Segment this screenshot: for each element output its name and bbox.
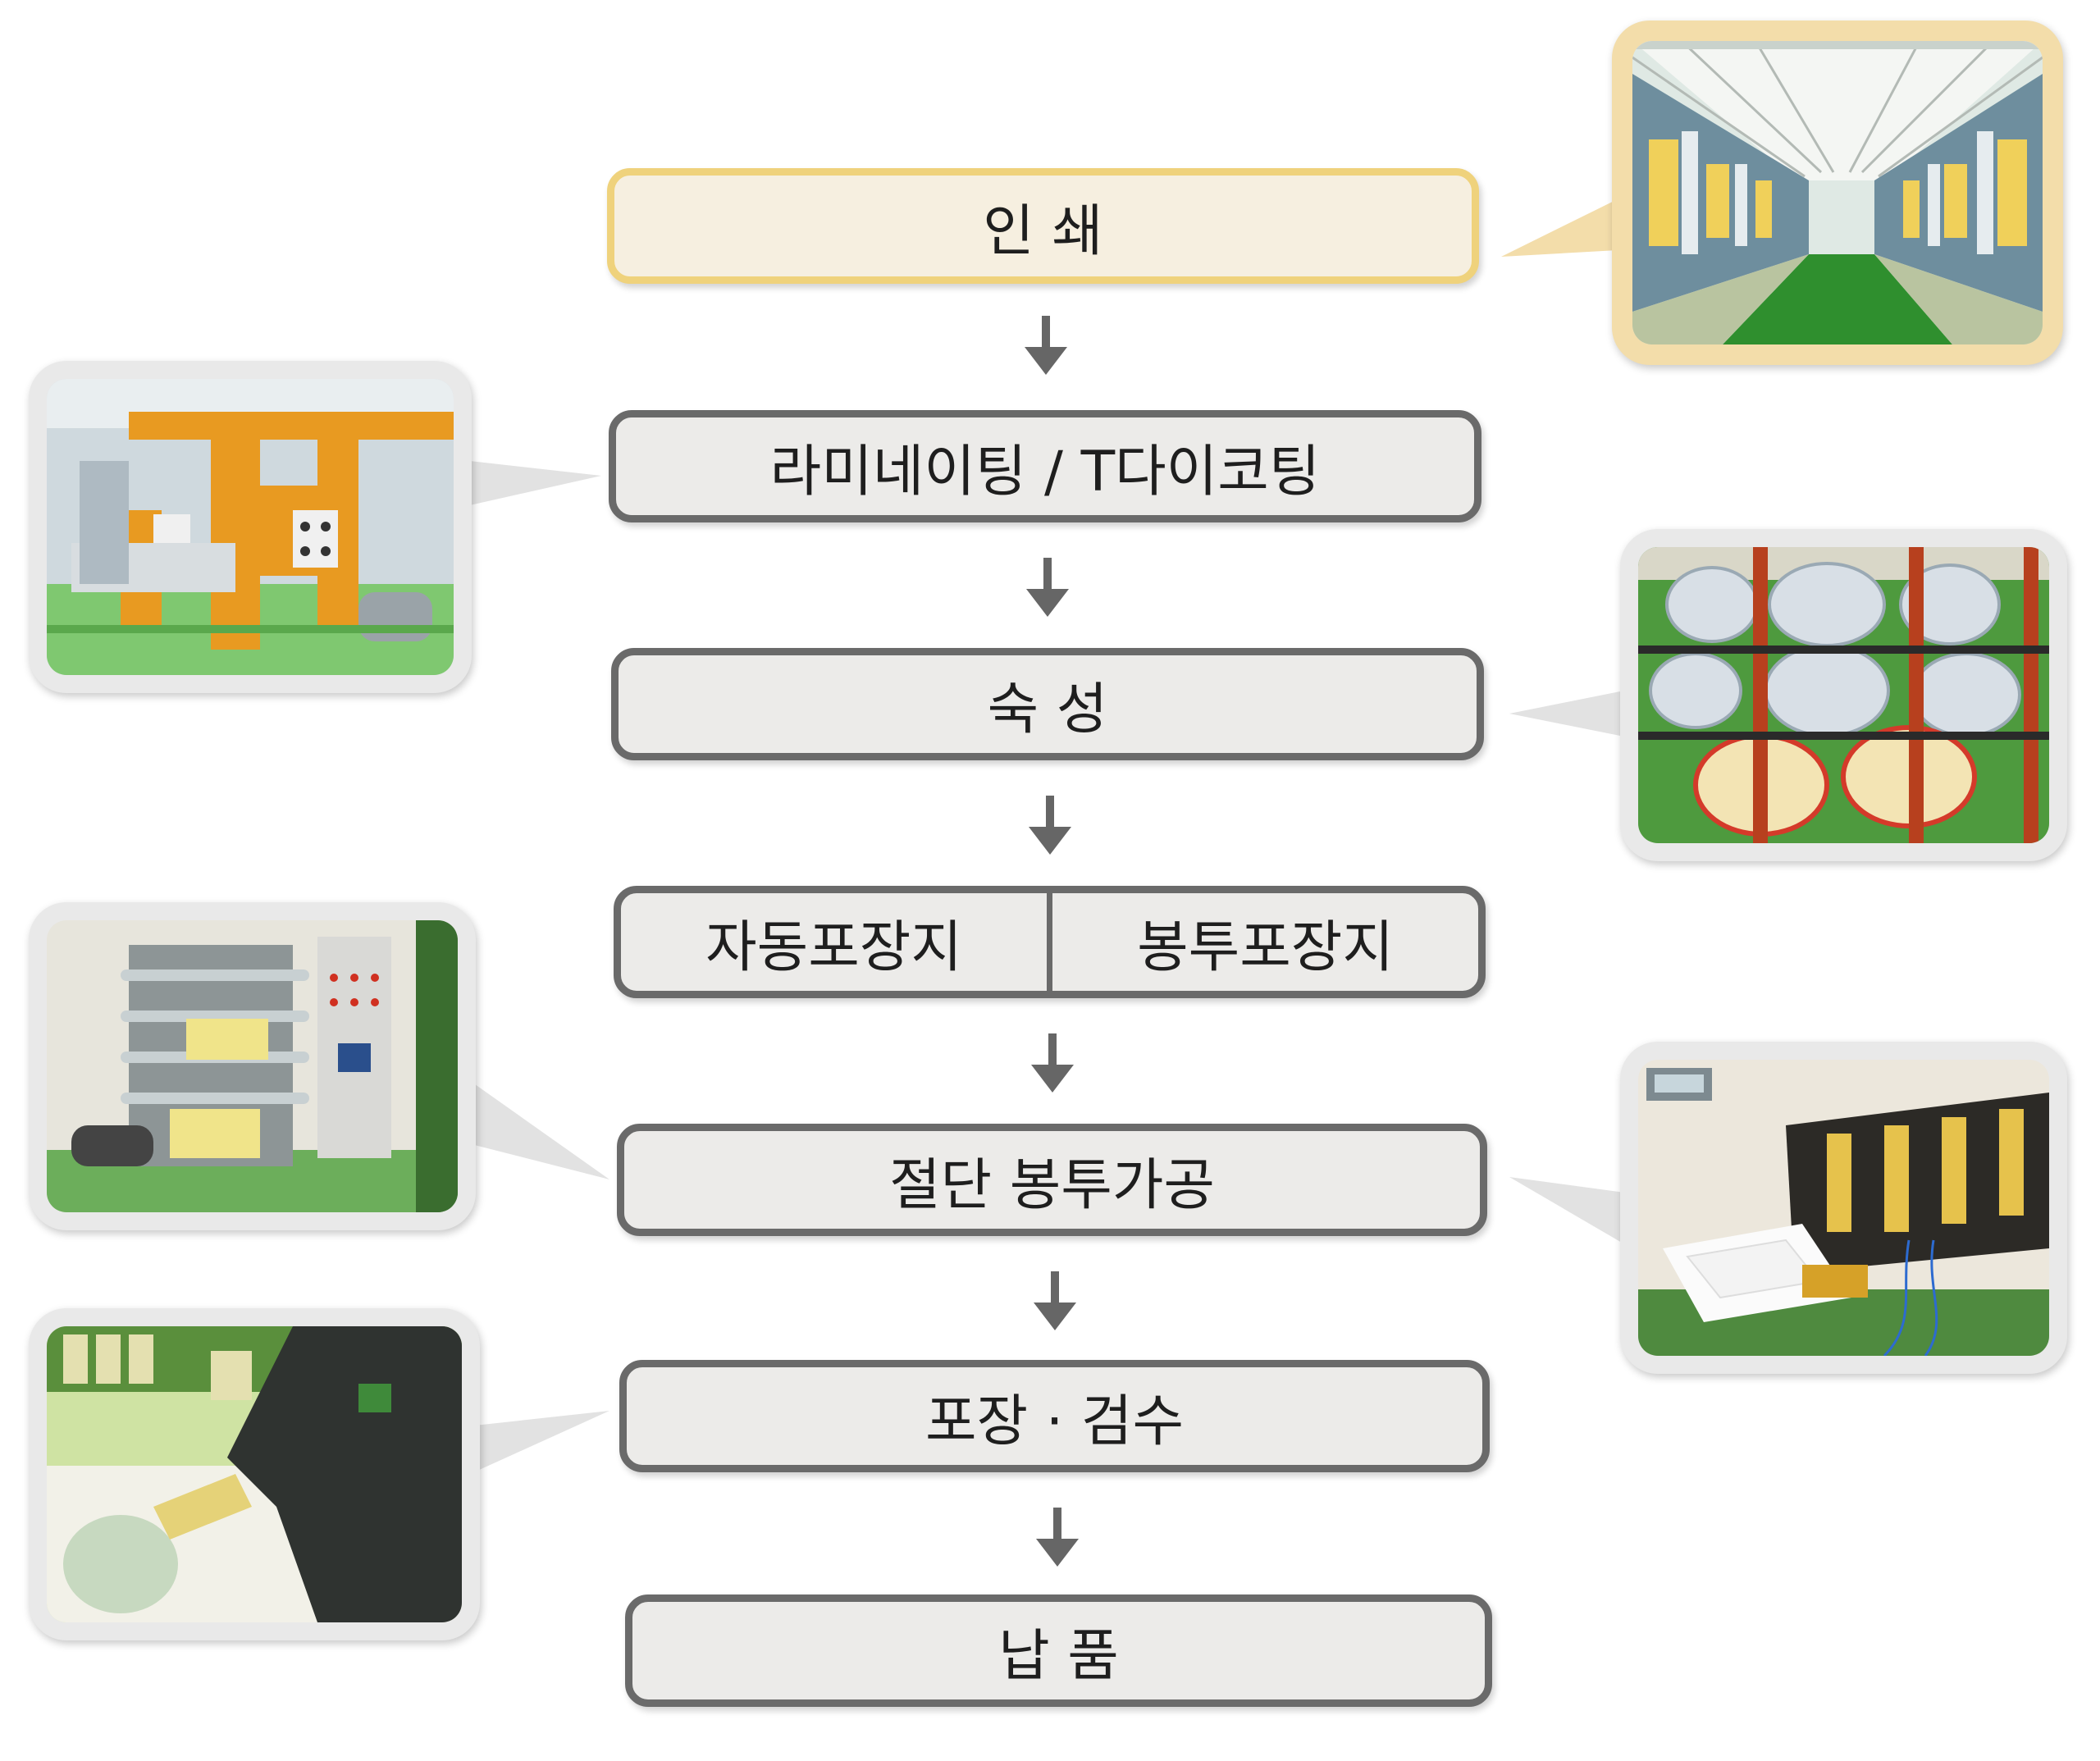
callout-pointer [1501, 185, 1647, 257]
step-packing-inspection-label: 포장 · 검수 [924, 1389, 1185, 1454]
callout-pointer [455, 1070, 609, 1179]
callout-aging [1509, 529, 2084, 865]
callout-packaging-machine [29, 902, 611, 1234]
bag-making-machine-photo [1638, 1060, 2049, 1356]
arrow-down-icon [1026, 558, 1069, 617]
step-printing: 인 쇄 [607, 168, 1479, 284]
step-aging: 숙 성 [611, 648, 1484, 760]
callout-pointer [1509, 685, 1653, 742]
step-cutting: 절단 봉투가공 [617, 1124, 1487, 1236]
callout-inspection [29, 1308, 611, 1645]
callout-pointer [455, 459, 601, 509]
step-laminating: 라미네이팅 / T다이코팅 [609, 410, 1481, 522]
inspection-photo [47, 1326, 462, 1622]
callout-pointer [459, 1411, 609, 1479]
arrow-down-icon [1034, 1271, 1076, 1330]
packaging-machine-photo [47, 920, 458, 1212]
step-printing-label: 인 쇄 [983, 199, 1103, 264]
arrow-down-icon [1036, 1508, 1079, 1567]
step-delivery: 납 품 [625, 1594, 1492, 1707]
arrow-down-icon [1029, 796, 1071, 855]
step-aging-label: 숙 성 [987, 677, 1108, 742]
step-auto-packaging: 자동포장지 [621, 893, 1047, 991]
step-packaging-types: 자동포장지 봉투포장지 [614, 886, 1486, 998]
arrow-down-icon [1025, 316, 1067, 375]
printing-hall-photo [1632, 41, 2043, 344]
step-cutting-label: 절단 봉투가공 [889, 1153, 1215, 1218]
laminating-machine-photo [47, 379, 454, 675]
callout-laminating [29, 361, 603, 705]
callout-bag-making [1509, 1042, 2084, 1378]
step-bag-packaging-label: 봉투포장지 [1137, 915, 1394, 980]
step-laminating-label: 라미네이팅 / T다이코팅 [769, 440, 1321, 504]
step-bag-packaging: 봉투포장지 [1047, 893, 1478, 991]
aging-rolls-photo [1638, 547, 2049, 843]
step-delivery-label: 납 품 [998, 1624, 1119, 1689]
step-packing-inspection: 포장 · 검수 [619, 1360, 1490, 1472]
callout-printing [1501, 21, 2084, 373]
arrow-down-icon [1031, 1033, 1074, 1093]
step-auto-packaging-label: 자동포장지 [705, 915, 962, 980]
